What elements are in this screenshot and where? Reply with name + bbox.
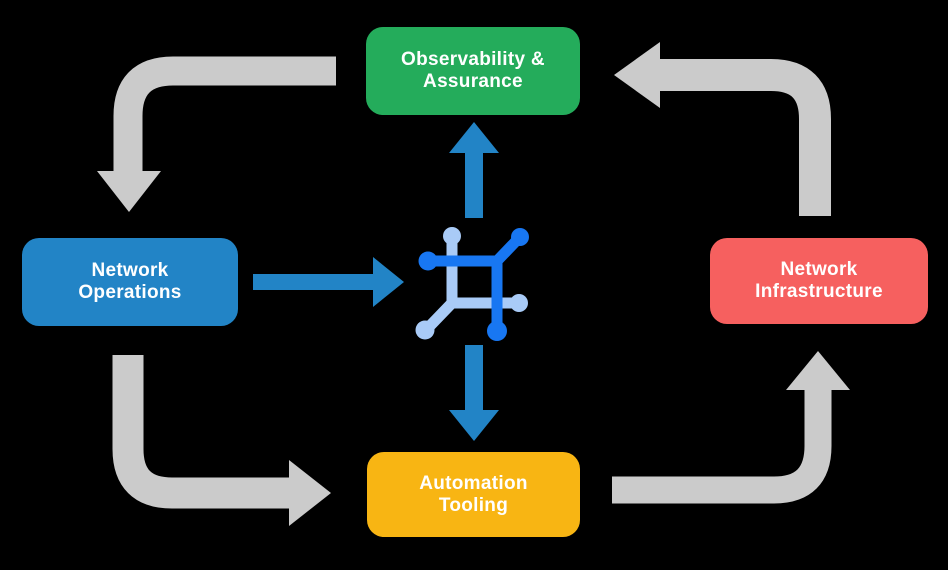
node-network-operations: Network Operations	[22, 238, 238, 326]
node-label-line: Observability &	[401, 49, 545, 70]
node-label: Network Infrastructure	[755, 259, 883, 303]
icon-node-dot	[443, 227, 461, 245]
node-label: Observability & Assurance	[401, 49, 545, 93]
node-network-infrastructure: Network Infrastructure	[710, 238, 928, 324]
node-label-line: Automation	[419, 472, 528, 494]
gray-arrow-operations-to-automation	[112, 355, 331, 526]
node-label-line: Operations	[78, 282, 182, 303]
node-automation-tooling: Automation Tooling	[367, 452, 580, 537]
blue-arrow-core-to-observability	[449, 122, 499, 218]
node-label-line: Assurance	[423, 71, 523, 92]
arrow-head-left-icon	[614, 42, 660, 108]
arrow-head-down-icon	[449, 410, 499, 441]
arrow-shaft	[113, 56, 336, 175]
arrow-shaft	[660, 59, 831, 216]
arrow-shaft	[612, 390, 832, 504]
arrow-head-right-icon	[289, 460, 331, 526]
blue-arrow-core-to-automation	[449, 345, 499, 441]
gray-arrow-automation-to-infrastructure	[612, 351, 850, 504]
node-observability-assurance: Observability & Assurance	[366, 27, 580, 115]
node-label-line: Infrastructure	[755, 281, 883, 302]
node-label: Automation Tooling	[419, 473, 528, 517]
network-mesh-icon	[415, 227, 529, 341]
node-label-line: Tooling	[438, 494, 509, 516]
icon-node-dot	[415, 320, 435, 340]
network-mesh-dark-branches	[418, 228, 529, 341]
icon-node-dot	[487, 321, 507, 341]
arrow-head-up-icon	[786, 351, 850, 390]
gray-arrow-observability-to-operations	[97, 56, 336, 212]
node-label-line: Network	[780, 259, 858, 280]
arrow-head-down-icon	[97, 171, 161, 212]
node-label: Network Operations	[78, 260, 181, 304]
arrow-shaft	[112, 355, 290, 509]
gray-arrow-infrastructure-to-observability	[614, 42, 831, 216]
icon-node-dot	[511, 228, 529, 246]
node-label-line: Network	[91, 260, 169, 281]
icon-node-dot	[418, 251, 438, 271]
icon-node-dot	[510, 294, 528, 312]
blue-arrow-operations-to-core	[253, 257, 404, 307]
arrow-head-up-icon	[449, 122, 499, 153]
arrow-head-right-icon	[373, 257, 404, 307]
